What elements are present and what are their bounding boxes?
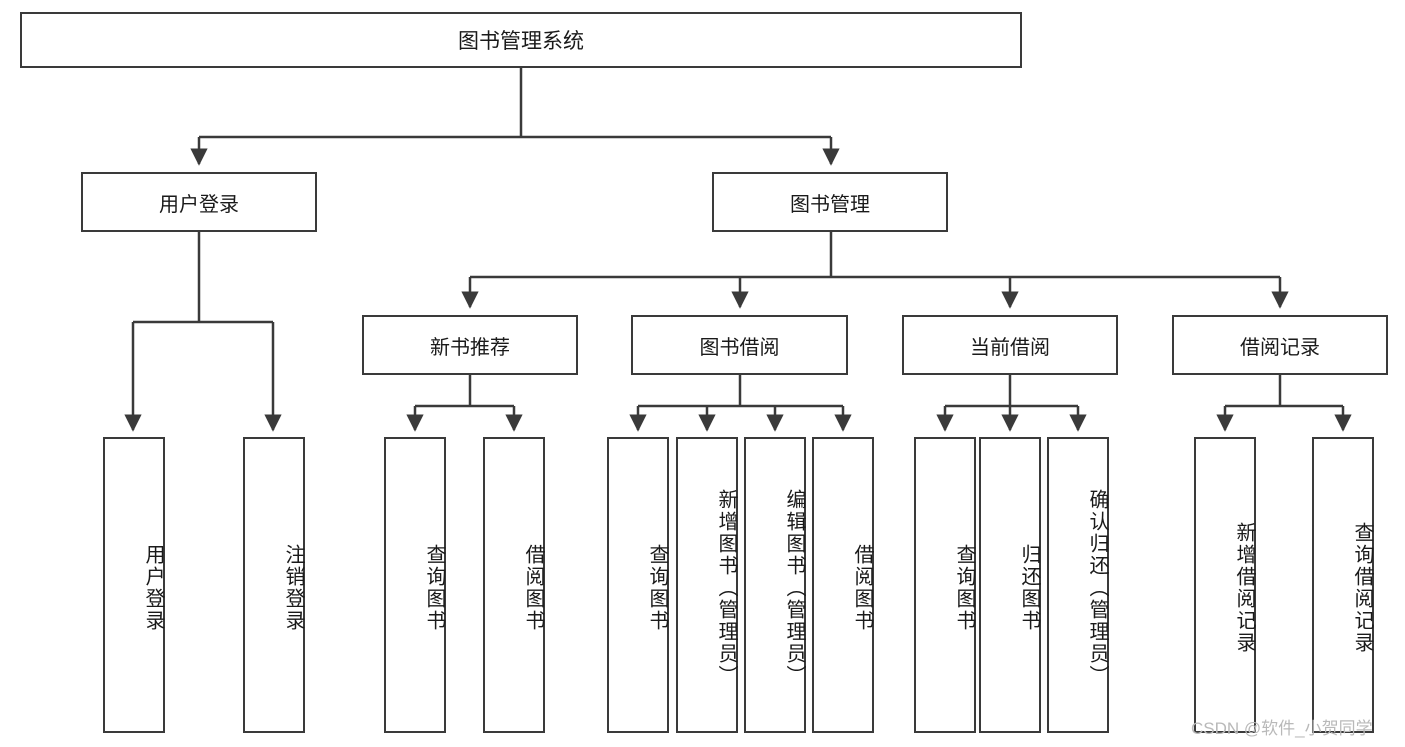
leaf-query-borrow-record[interactable]: 查询借阅记录 (1312, 437, 1374, 733)
node-label: 查询借阅记录 (1351, 522, 1373, 654)
node-label: 查询图书 (423, 544, 445, 632)
leaf-user-login[interactable]: 用户登录 (103, 437, 165, 733)
node-label: 新增借阅记录 (1233, 522, 1255, 654)
leaf-add-book-admin[interactable]: 新增图书（管理员） (676, 437, 738, 733)
node-user-login[interactable]: 用户登录 (81, 172, 317, 232)
node-new-book-recommend[interactable]: 新书推荐 (362, 315, 578, 375)
leaf-query-book-current[interactable]: 查询图书 (914, 437, 976, 733)
node-book-borrow[interactable]: 图书借阅 (631, 315, 848, 375)
leaf-confirm-return-admin[interactable]: 确认归还（管理员） (1047, 437, 1109, 733)
node-current-borrow[interactable]: 当前借阅 (902, 315, 1118, 375)
node-label: 归还图书 (1018, 544, 1040, 632)
leaf-query-book-borrow[interactable]: 查询图书 (607, 437, 669, 733)
node-root[interactable]: 图书管理系统 (20, 12, 1022, 68)
leaf-borrow-book-recommend[interactable]: 借阅图书 (483, 437, 545, 733)
leaf-query-book-recommend[interactable]: 查询图书 (384, 437, 446, 733)
node-label: 用户登录 (159, 193, 239, 216)
leaf-borrow-book[interactable]: 借阅图书 (812, 437, 874, 733)
node-label: 注销登录 (282, 544, 304, 632)
node-label: 借阅图书 (522, 544, 544, 632)
leaf-logout[interactable]: 注销登录 (243, 437, 305, 733)
leaf-add-borrow-record[interactable]: 新增借阅记录 (1194, 437, 1256, 733)
node-label: 新增图书（管理员） (715, 489, 737, 687)
watermark: CSDN @软件_小贺同学 (1191, 719, 1373, 738)
node-label: 新书推荐 (430, 336, 510, 359)
node-label: 借阅记录 (1240, 336, 1320, 359)
node-label: 编辑图书（管理员） (783, 489, 805, 687)
node-label: 用户登录 (142, 544, 164, 632)
node-label: 确认归还（管理员） (1086, 489, 1108, 687)
node-label: 查询图书 (953, 544, 975, 632)
node-label: 借阅图书 (851, 544, 873, 632)
node-book-management[interactable]: 图书管理 (712, 172, 948, 232)
node-label: 图书管理 (790, 193, 870, 216)
node-label: 图书借阅 (699, 336, 780, 359)
node-borrow-record[interactable]: 借阅记录 (1172, 315, 1388, 375)
leaf-return-book[interactable]: 归还图书 (979, 437, 1041, 733)
node-label: 图书管理系统 (458, 30, 584, 53)
leaf-edit-book-admin[interactable]: 编辑图书（管理员） (744, 437, 806, 733)
node-label: 查询图书 (646, 544, 668, 632)
node-label: 当前借阅 (970, 336, 1050, 359)
